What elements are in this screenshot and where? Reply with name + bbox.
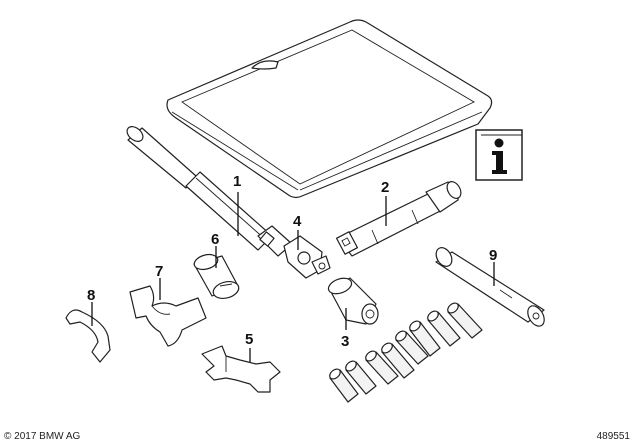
document-number: 489551: [596, 431, 630, 442]
callout-9: 9: [489, 247, 497, 264]
part-5-double-wrench: [201, 345, 281, 393]
part-3-adapter: [327, 277, 379, 325]
bit-7: [427, 310, 461, 347]
callout-5: 5: [245, 331, 253, 348]
part-4-ratchet-head: [283, 235, 331, 279]
leader-lines: [91, 192, 495, 362]
callout-3: 3: [341, 333, 349, 350]
callout-7: 7: [155, 263, 163, 280]
bit-6: [409, 320, 441, 357]
tool-pouch: [166, 19, 493, 199]
copyright-notice: © 2017 BMW AG: [4, 431, 81, 442]
bit-1: [329, 368, 359, 403]
info-icon: [475, 129, 523, 181]
part-6-socket: [193, 253, 240, 300]
bit-8: [447, 302, 483, 339]
part-9-tube: [435, 247, 545, 327]
callout-2: 2: [381, 179, 389, 196]
part-7-wrench: [129, 285, 207, 347]
part-8-hook-spanner: [65, 309, 111, 363]
bit-5: [395, 330, 429, 365]
callout-1: 1: [233, 173, 241, 190]
part-2-socket-bar: [335, 181, 462, 257]
bit-3: [365, 350, 399, 385]
screwdriver-bits: [329, 302, 483, 403]
callouts: 1 2 3 4 5 6 7 8 9: [87, 173, 497, 350]
bit-4: [381, 342, 415, 379]
callout-6: 6: [211, 231, 219, 248]
callout-8: 8: [87, 287, 95, 304]
callout-4: 4: [293, 213, 302, 230]
bit-2: [345, 360, 377, 395]
